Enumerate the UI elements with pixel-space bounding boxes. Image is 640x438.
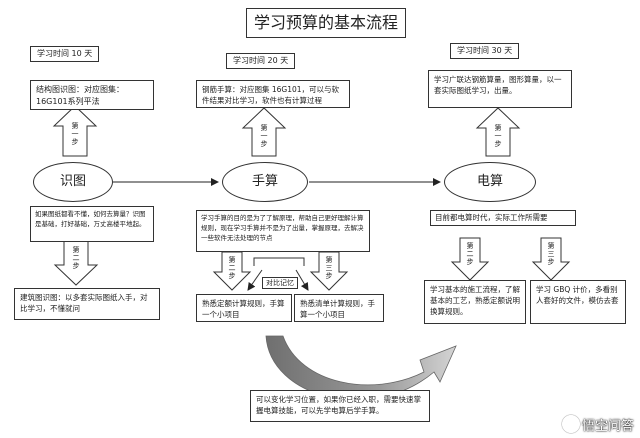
- quota-rules-box: 熟悉定额计算规则，手算一个小项目: [196, 294, 292, 322]
- step-arrow-mid-2: [212, 251, 252, 291]
- node-reading: 识图: [33, 162, 113, 202]
- wukong-logo-icon: [561, 415, 580, 433]
- building-reading-box: 建筑图识图：以多套实际图纸入手，对比学习，不懂就问: [14, 288, 160, 320]
- step-label-mid-2: 第二步: [228, 256, 236, 280]
- node-computer: 电算: [444, 162, 536, 202]
- compare-bracket: [253, 257, 305, 266]
- step-arrow-right-1: [475, 107, 521, 157]
- construction-process-box: 学习基本的施工流程，了解基本的工艺，熟悉定额说明换算规则。: [424, 280, 526, 324]
- step-arrow-mid-1: [241, 107, 287, 157]
- node-handcalc: 手算: [222, 162, 308, 202]
- step-label-left-1: 第一步: [71, 122, 79, 146]
- watermark-text: 悟空问答: [581, 419, 634, 434]
- list-rules-box: 熟悉清单计算规则，手算一个小项目: [294, 294, 384, 322]
- swoop-arrow: [265, 335, 457, 401]
- step-label-mid-3: 第三步: [325, 256, 333, 280]
- step-label-right-3: 第三步: [547, 242, 555, 266]
- step-label-right-1: 第一步: [494, 124, 502, 148]
- reading-tip-box: 如果图纸都看不懂，如何去算量？识图是基础，打好基础，万丈高楼平地起。: [30, 206, 154, 242]
- step-arrow-right-3: [531, 237, 571, 281]
- step-label-left-2: 第二步: [72, 246, 80, 270]
- step-label-mid-1: 第一步: [260, 124, 268, 148]
- bottom-note-box: 可以变化学习位置，如果你已经入职，需要快速掌握电算技能，可以先学电算后学手算。: [250, 390, 430, 422]
- handcalc-purpose-box: 学习手算的目的是为了了解原理，帮助自己更好理解计算规则，现在学习手算并不是为了出…: [196, 210, 370, 252]
- step-arrow-right-2: [450, 237, 490, 281]
- duration-tag-computer: 学习时间 30 天: [450, 43, 520, 59]
- step-label-right-2: 第二步: [466, 242, 474, 266]
- gbq-box: 学习 GBQ 计价，多看别人套好的文件，模仿去套: [530, 280, 626, 324]
- step-arrow-left-2: [53, 240, 99, 286]
- software-learning-box: 学习广联达钢筋算量，图形算量，以一套实际图纸学习，出量。: [428, 70, 572, 108]
- rebar-calc-box: 钢筋手算：对应图集 16G101，可以与软件结果对比学习，软件也有计算过程: [196, 80, 350, 108]
- step-arrow-left-1: [52, 105, 98, 157]
- structure-reading-box: 结构图识图：对应图集：16G101系列平法: [30, 80, 154, 110]
- duration-tag-reading: 学习时间 10 天: [30, 46, 100, 62]
- step-arrow-mid-3: [309, 251, 349, 291]
- page-title: 学习预算的基本流程: [246, 8, 406, 38]
- duration-tag-handcalc: 学习时间 20 天: [226, 53, 296, 69]
- watermark: 悟空问答: [561, 415, 634, 434]
- computer-era-box: 目前都电算时代，实际工作所需要: [430, 210, 576, 226]
- compare-bracket-left-arrow: [247, 269, 263, 291]
- compare-note: 对比记忆: [262, 277, 298, 289]
- compare-bracket-right-arrow: [295, 269, 309, 291]
